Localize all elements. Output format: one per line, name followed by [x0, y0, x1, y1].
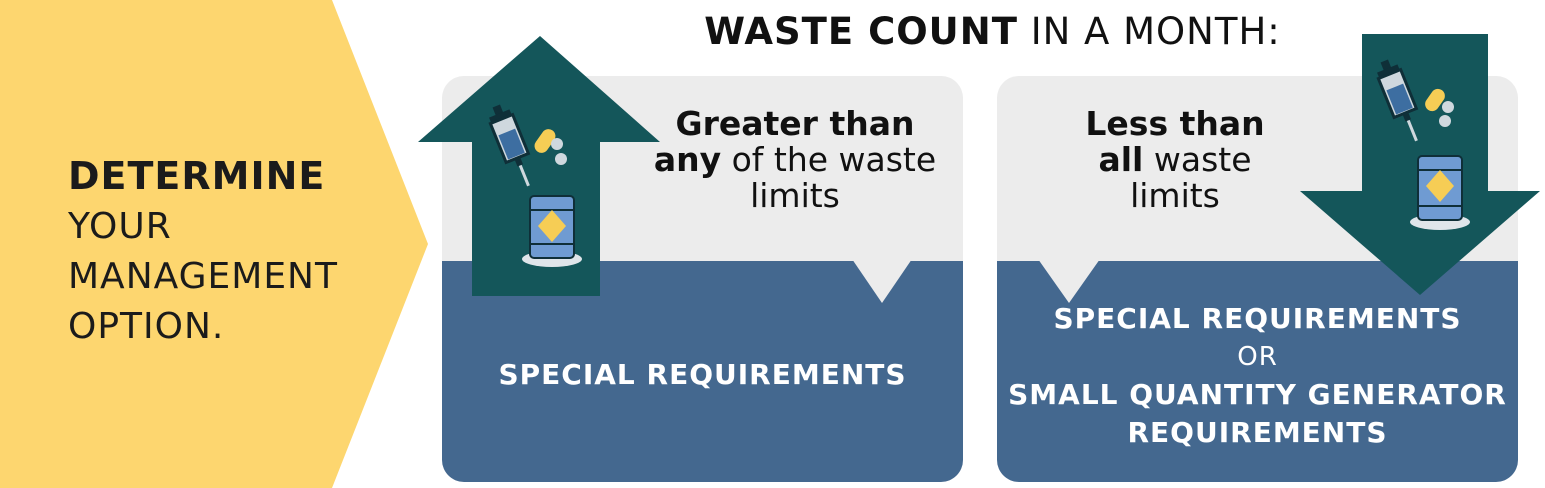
determine-label: DETERMINE — [68, 154, 326, 198]
title-light: IN A MONTH: — [1030, 10, 1281, 53]
management-label: MANAGEMENT — [68, 256, 338, 297]
limits-label: limits — [750, 176, 840, 215]
or-label: OR — [1237, 342, 1278, 372]
determine-option-text: DETERMINE YOUR MANAGEMENT OPTION. — [68, 150, 388, 352]
all-line: all waste — [1060, 142, 1290, 178]
less-than-label: Less than — [1085, 104, 1265, 143]
syringe-icon — [488, 104, 531, 187]
page-title: WASTE COUNT IN A MONTH: — [0, 10, 1545, 53]
greater-than-condition: Greater than any of the waste limits — [650, 106, 940, 214]
right-notch — [1038, 259, 1100, 303]
waste-label: waste — [1143, 140, 1252, 179]
barrel-icon — [522, 195, 582, 267]
less-than-requirements-text: SPECIAL REQUIREMENTS OR SMALL QUANTITY G… — [997, 300, 1518, 452]
all-label: all — [1098, 140, 1144, 179]
yellow-chevron-shape — [0, 0, 428, 488]
greater-than-label: Greater than — [675, 104, 915, 143]
of-the-waste-label: of the waste — [721, 140, 937, 179]
panel-bottom — [997, 261, 1518, 482]
sqg-label: SMALL QUANTITY GENERATOR — [1008, 378, 1507, 411]
any-label: any — [653, 140, 722, 179]
option-label: OPTION. — [68, 306, 225, 347]
pills-icon — [1425, 88, 1454, 127]
pills-icon — [534, 129, 567, 165]
your-label: YOUR — [68, 206, 172, 247]
left-notch — [852, 259, 912, 303]
sqg-requirements-label: REQUIREMENTS — [1127, 416, 1388, 449]
special-requirements-label: SPECIAL REQUIREMENTS — [1053, 302, 1462, 335]
special-requirements-text: SPECIAL REQUIREMENTS — [498, 358, 907, 391]
panel-bottom — [442, 261, 963, 482]
title-bold: WASTE COUNT — [704, 10, 1018, 53]
barrel-icon — [1410, 155, 1470, 230]
any-line: any of the waste — [650, 142, 940, 178]
less-than-condition: Less than all waste limits — [1060, 106, 1290, 214]
syringe-icon — [1376, 59, 1419, 142]
limits-label: limits — [1130, 176, 1220, 215]
